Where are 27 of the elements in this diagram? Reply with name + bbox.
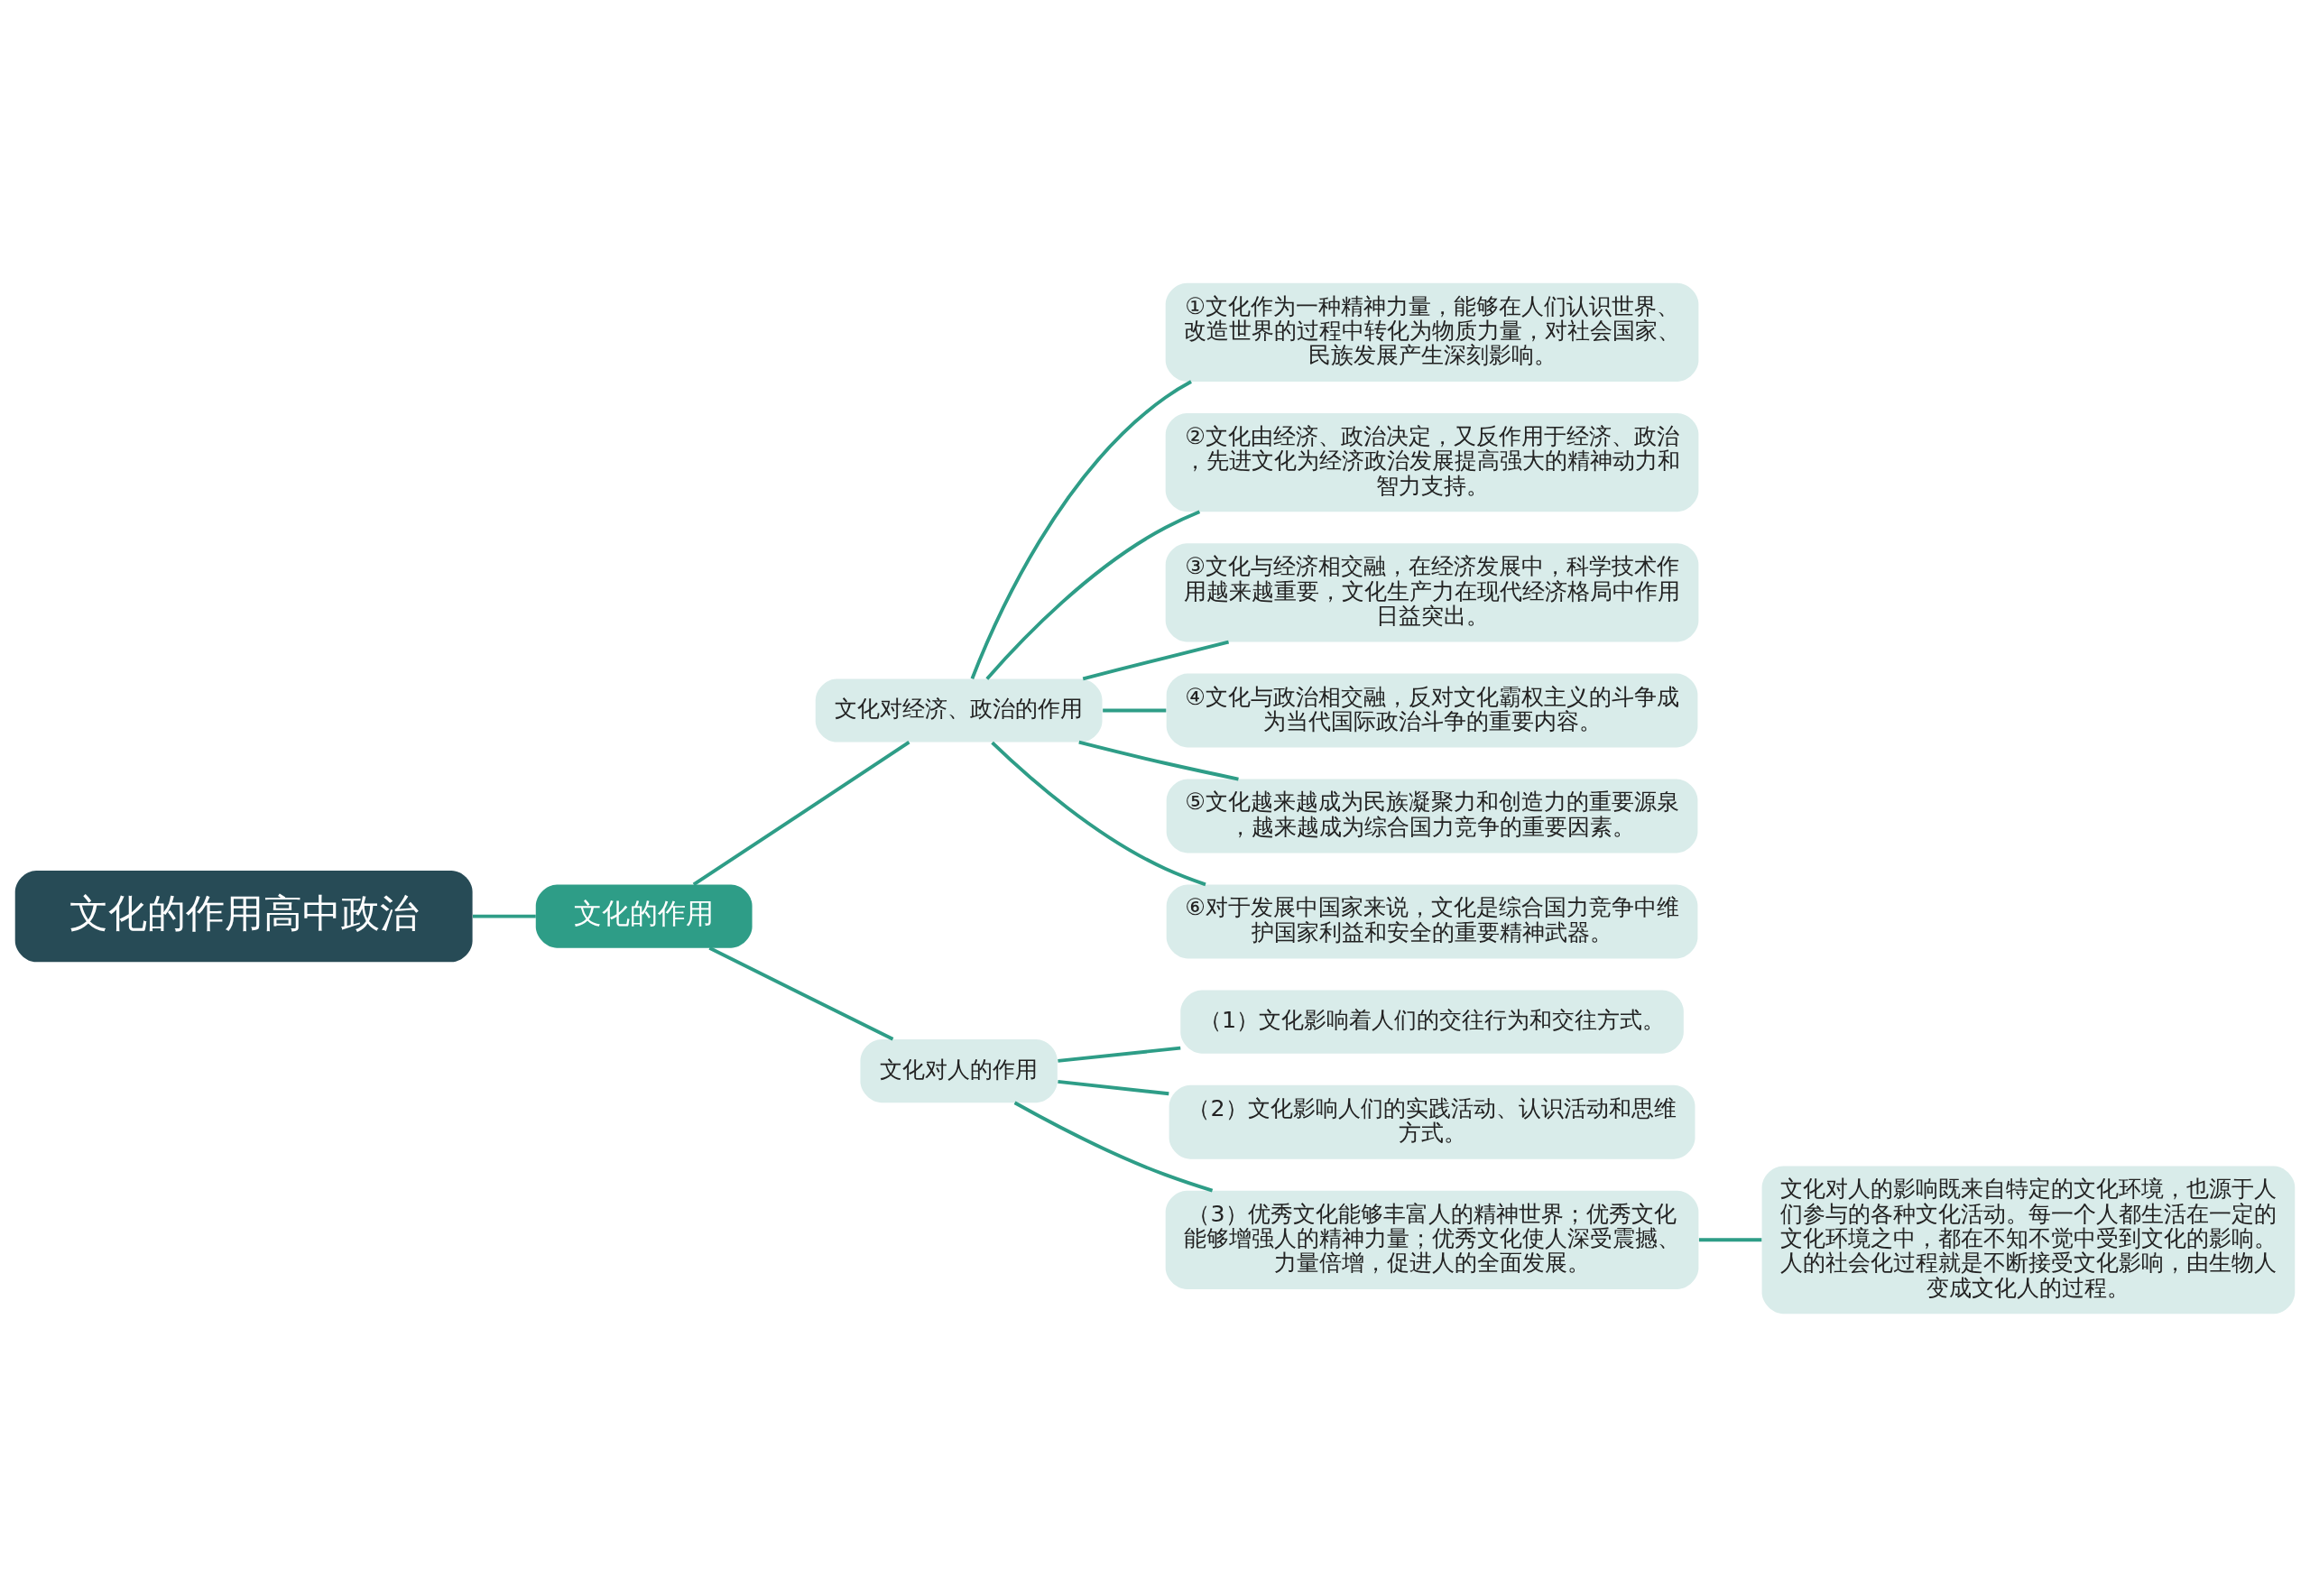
connector xyxy=(991,741,1206,886)
node-box: ②文化由经济、政治决定，又反作用于经济、政治，先进文化为经济政治发展提高强大的精神动力和智力支持。 xyxy=(1165,412,1699,512)
connector xyxy=(970,379,1192,679)
node-box: 文化对经济、政治的作用 xyxy=(815,678,1103,743)
connector xyxy=(1082,640,1230,680)
node-box: （1）文化影响着人们的交往行为和交往方式。 xyxy=(1180,990,1684,1054)
connector xyxy=(1103,708,1167,712)
connector xyxy=(1013,1101,1214,1193)
connector xyxy=(1058,1079,1169,1095)
node-box: （3）优秀文化能够丰富人的精神世界；优秀文化能够增强人的精神力量；优秀文化使人深受震撼、力量倍增，促进人的全面发展。 xyxy=(1165,1190,1699,1289)
connector xyxy=(473,914,536,918)
node-box: ⑥对于发展中国家来说，文化是综合国力竞争中维护国家利益和安全的重要精神武器。 xyxy=(1166,884,1698,958)
node-box: 文化的作用 xyxy=(535,884,753,948)
node-box: （2）文化影响人们的实践活动、认识活动和思维方式。 xyxy=(1169,1084,1696,1159)
connector xyxy=(1078,740,1239,780)
node-box: 文化的作用高中政治 xyxy=(14,870,473,962)
node-box: ①文化作为一种精神力量，能够在人们认识世界、改造世界的过程中转化为物质力量，对社会国家、民族发展产生深刻影响。 xyxy=(1165,282,1699,382)
node-box: ⑤文化越来越成为民族凝聚力和创造力的重要源泉，越来越成为综合国力竞争的重要因素。 xyxy=(1166,779,1698,853)
connector xyxy=(1058,1046,1181,1063)
node-box: ④文化与政治相交融，反对文化霸权主义的斗争成为当代国际政治斗争的重要内容。 xyxy=(1166,673,1698,747)
node-box: 文化对人的影响既来自特定的文化环境，也源于人们参与的各种文化活动。每一个人都生活在一定的文化环境之中，都在不知不觉中受到文化的影响。人的社会化过程就是不断接受文化影响，由生物人变成文化人的过程。 xyxy=(1761,1165,2296,1314)
connector xyxy=(708,946,894,1041)
node-box: 文化对人的作用 xyxy=(860,1038,1058,1102)
connector xyxy=(985,510,1201,680)
node-box: ③文化与经济相交融，在经济发展中，科学技术作用越来越重要，文化生产力在现代经济格局中作用日益突出。 xyxy=(1165,542,1699,641)
connector xyxy=(692,740,910,886)
connector xyxy=(1698,1237,1762,1241)
